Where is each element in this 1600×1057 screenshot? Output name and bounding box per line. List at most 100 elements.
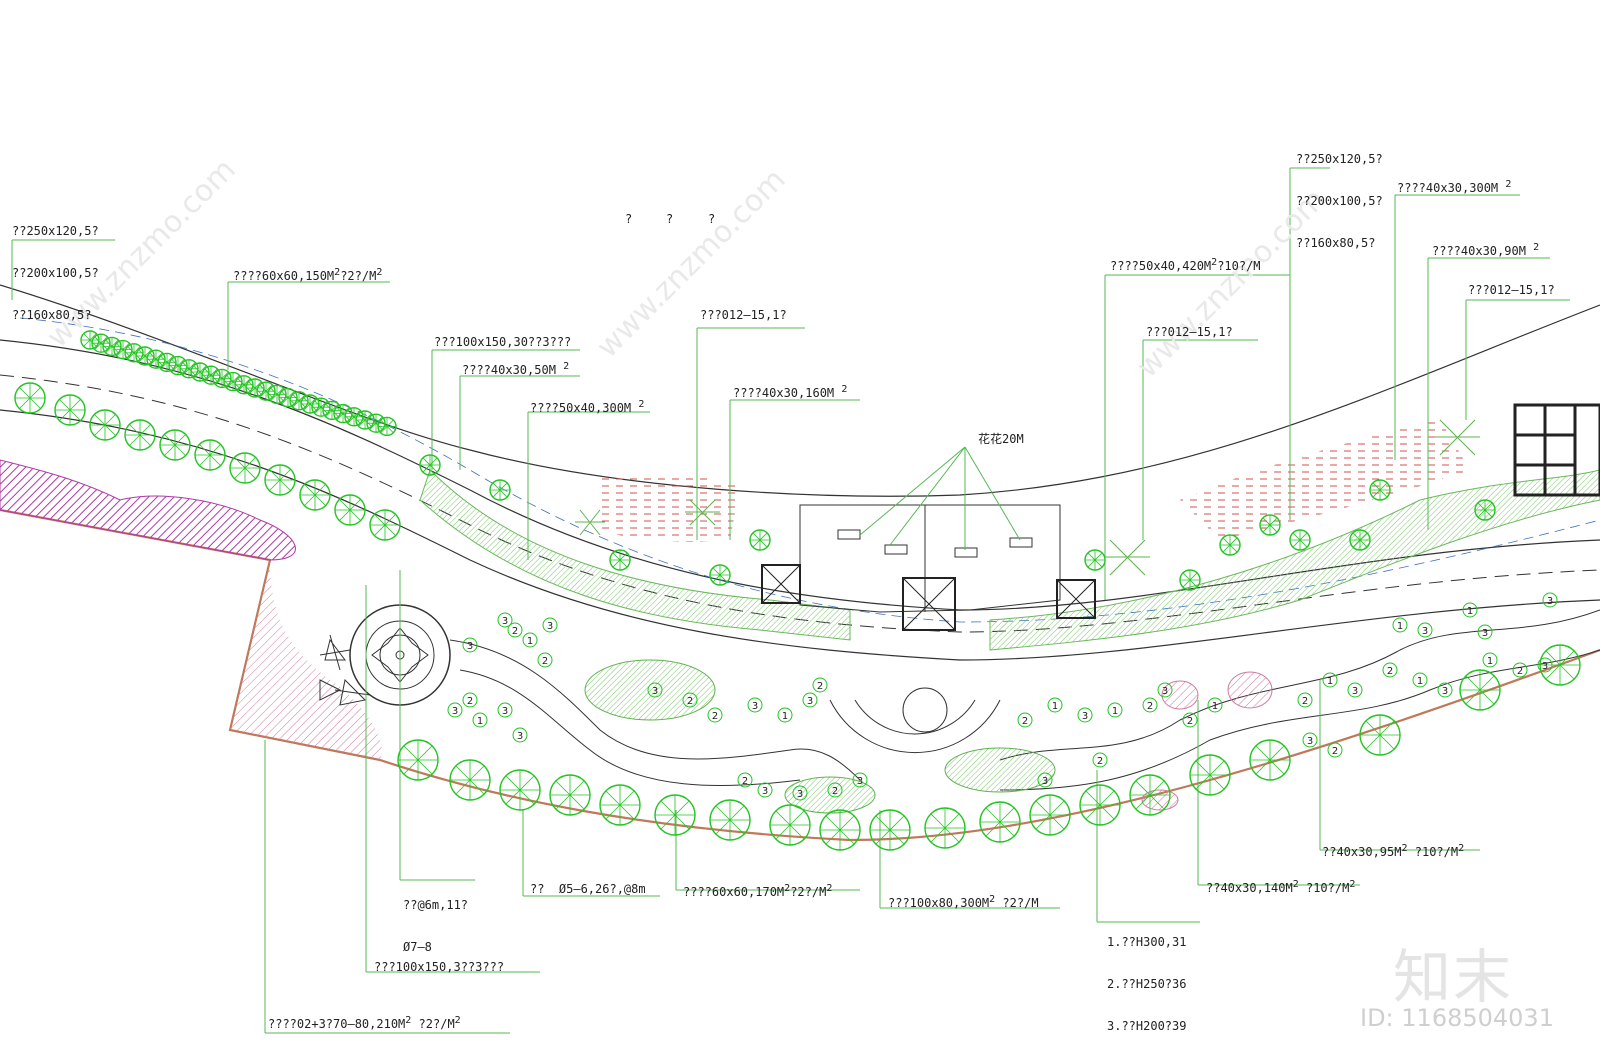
- plant-marker-number: 1: [1052, 701, 1058, 712]
- plant-marker: [707, 707, 723, 723]
- plant-marker-number: 2: [467, 696, 473, 707]
- plant-marker: [1182, 712, 1198, 728]
- semicircle-plaza: [829, 687, 1001, 754]
- plant-marker: [1047, 697, 1063, 713]
- plant-marker-number: 3: [1082, 711, 1088, 722]
- plant-marker: [1207, 697, 1223, 713]
- plant-marker: [647, 682, 663, 698]
- winding-path-3: [999, 609, 1600, 761]
- site-boundary-top: [0, 284, 1600, 497]
- plant-marker-number: 3: [1442, 686, 1448, 697]
- image-id: ID: 1168504031: [1360, 1004, 1554, 1032]
- plant-marker: [1537, 657, 1553, 673]
- plant-marker: [1347, 682, 1363, 698]
- plant-marker: [802, 692, 818, 708]
- plant-marker: [542, 617, 558, 633]
- plant-marker-number: 1: [1327, 676, 1333, 687]
- plant-label-l12: ???012—15,1?: [1468, 283, 1555, 297]
- plant-marker-number: 2: [1147, 701, 1153, 712]
- plant-marker-number: 1: [1397, 621, 1403, 632]
- plant-marker-number: 3: [467, 641, 473, 652]
- plant-marker: [827, 782, 843, 798]
- plant-marker: [1417, 622, 1433, 638]
- plant-marker: [497, 612, 513, 628]
- site-boundary-south: [0, 508, 1600, 842]
- plant-marker: [1157, 682, 1173, 698]
- winding-path-4: [999, 649, 1600, 791]
- plant-marker: [1142, 697, 1158, 713]
- star-trees: [319, 634, 371, 706]
- plant-marker: [1482, 652, 1498, 668]
- plant-marker: [447, 702, 463, 718]
- plant-marker: [1477, 624, 1493, 640]
- plant-marker-number: 1: [1212, 701, 1218, 712]
- plant-marker-number: 3: [517, 731, 523, 742]
- plant-label-l3: ????40x30,50M 2: [462, 361, 570, 377]
- plant-label-l8: ????50x40,420M2?10?/M: [1110, 257, 1261, 273]
- plant-label-b8: ???100x150,3??3???: [374, 960, 505, 974]
- plant-marker-number: 1: [1417, 676, 1423, 687]
- plant-marker-number: 2: [832, 786, 838, 797]
- plant-marker-number: 3: [1042, 776, 1048, 787]
- paving-spec-top-right: ??250x120,5? ??200x100,5? ??160x80,5?: [1296, 152, 1383, 250]
- plant-marker-number: 3: [752, 701, 758, 712]
- plant-label-l9: ???012—15,1?: [1146, 325, 1233, 339]
- plant-marker-number: 2: [1387, 666, 1393, 677]
- plant-marker-number: 3: [762, 786, 768, 797]
- plant-marker: [522, 632, 538, 648]
- plant-marker: [1092, 752, 1108, 768]
- plant-marker: [472, 712, 488, 728]
- pink-planting-sw: [230, 560, 382, 760]
- plant-marker-number: 3: [807, 696, 813, 707]
- plant-marker-number: 2: [817, 681, 823, 692]
- plant-marker-number: 3: [1352, 686, 1358, 697]
- pavilion-plaza: [799, 504, 1061, 613]
- plant-label-l11: ????40x30,90M 2: [1432, 242, 1540, 258]
- pavilion-block-1: [761, 564, 801, 604]
- plant-marker: [1462, 602, 1478, 618]
- plant-label-b7: ??40x30,95M2 ?10?/M2: [1322, 843, 1465, 859]
- flowerbed-left: [595, 473, 740, 542]
- plant-marker: [682, 692, 698, 708]
- plant-label-b4: ???100x80,300M2 ?2?/M: [888, 894, 1039, 910]
- plant-marker: [1302, 732, 1318, 748]
- plant-marker: [747, 697, 763, 713]
- plant-marker-number: 3: [797, 789, 803, 800]
- plant-label-l7: 花花20M: [978, 432, 1024, 446]
- plant-label-l1: ????60x60,150M2?2?/M2: [233, 267, 383, 283]
- plant-marker: [792, 785, 808, 801]
- plant-marker: [507, 622, 523, 638]
- pavilion-block-2: [902, 577, 956, 631]
- plant-label-b9: ????02+3?70—80,210M2 ?2?/M2: [268, 1015, 461, 1031]
- plant-marker-number: 3: [502, 706, 508, 717]
- paving-spec-top-left: ??250x120,5? ??200x100,5? ??160x80,5?: [12, 224, 99, 322]
- plant-marker-number: 3: [1542, 661, 1548, 672]
- plant-marker-number: 2: [1022, 716, 1028, 727]
- plant-marker-number: 3: [1307, 736, 1313, 747]
- pavilion-block-3: [1056, 579, 1096, 619]
- plant-marker-number: 3: [857, 776, 863, 787]
- flowerbed-right: [1180, 420, 1470, 540]
- plant-marker: [1017, 712, 1033, 728]
- plant-marker: [1077, 707, 1093, 723]
- plant-label-l6: ????40x30,160M 2: [733, 384, 848, 400]
- paving-grid: [1513, 403, 1600, 497]
- plant-marker: [1297, 692, 1313, 708]
- plant-marker: [1322, 672, 1338, 688]
- plant-marker-number: 3: [652, 686, 658, 697]
- plant-marker: [1392, 617, 1408, 633]
- plant-marker: [1542, 592, 1558, 608]
- plant-marker: [812, 677, 828, 693]
- winding-path-1: [449, 639, 861, 781]
- plant-marker-number: 1: [527, 636, 533, 647]
- plant-label-b2: ?? Ø5—6,26?,@8m: [530, 882, 646, 896]
- plant-label-b1: ??@6m,11? Ø7—8: [403, 898, 469, 954]
- plant-label-b6: ??40x30,140M2 ?10?/M2: [1206, 879, 1356, 895]
- plant-marker-number: 2: [742, 776, 748, 787]
- plant-label-b3: ????60x60,170M2?2?/M2: [683, 883, 833, 899]
- plant-marker: [1107, 702, 1123, 718]
- plant-marker-number: 2: [687, 696, 693, 707]
- plant-marker-number: 1: [1112, 706, 1118, 717]
- plant-marker-number: 3: [1547, 596, 1553, 607]
